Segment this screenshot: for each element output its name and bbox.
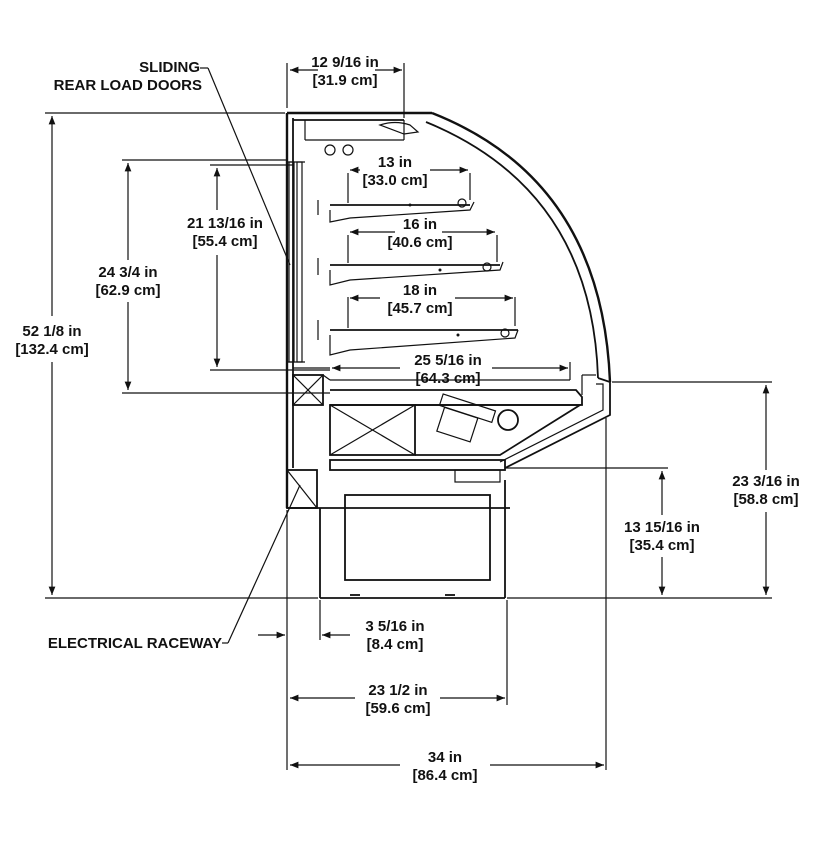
case-outline <box>285 111 612 599</box>
dim-front-height-in: 23 3/16 in <box>732 473 800 490</box>
dim-front-height-cm: [58.8 cm] <box>733 491 798 508</box>
dim-shelf-mid-cm: [40.6 cm] <box>387 234 452 251</box>
dim-overall-height-cm: [132.4 cm] <box>15 341 88 358</box>
dim-top-width-in: 12 9/16 in <box>311 54 379 71</box>
dim-shelf-mid-in: 16 in <box>403 216 437 233</box>
dim-base-height-cm: [35.4 cm] <box>629 537 694 554</box>
dim-door-height-in: 21 13/16 in <box>187 215 263 232</box>
dim-shelf-low-cm: [45.7 cm] <box>387 300 452 317</box>
dim-overall-height-in: 52 1/8 in <box>22 323 81 340</box>
dim-overall-width-cm: [86.4 cm] <box>412 767 477 784</box>
dim-shelf-span-cm: [62.9 cm] <box>95 282 160 299</box>
sliding-rear-doors <box>288 161 305 363</box>
dim-raceway-offset-in: 3 5/16 in <box>365 618 424 635</box>
label-electrical-raceway: ELECTRICAL RACEWAY <box>48 635 222 652</box>
shelves <box>317 198 519 356</box>
label-rear-load-doors: REAR LOAD DOORS <box>54 77 202 94</box>
callouts: SLIDING REAR LOAD DOORS ELECTRICAL RACEW… <box>48 59 301 652</box>
dim-deck-depth-cm: [64.3 cm] <box>415 370 480 387</box>
dim-raceway-offset-cm: [8.4 cm] <box>367 636 424 653</box>
dim-overall-width-in: 34 in <box>428 749 462 766</box>
dim-shelf-span-in: 24 3/4 in <box>98 264 157 281</box>
dim-shelf-top-in: 13 in <box>378 154 412 171</box>
dim-top-width-cm: [31.9 cm] <box>312 72 377 89</box>
dim-door-height-cm: [55.4 cm] <box>192 233 257 250</box>
dim-shelf-top-cm: [33.0 cm] <box>362 172 427 189</box>
dim-deck-depth-in: 25 5/16 in <box>414 352 482 369</box>
dim-base-height-in: 13 15/16 in <box>624 519 700 536</box>
dim-shelf-low-in: 18 in <box>403 282 437 299</box>
dimension-lines: 12 9/16 in [31.9 cm] 13 in [33.0 cm] 16 … <box>15 54 799 784</box>
label-sliding: SLIDING <box>139 59 200 76</box>
dim-base-width-in: 23 1/2 in <box>368 682 427 699</box>
dim-base-width-cm: [59.6 cm] <box>365 700 430 717</box>
